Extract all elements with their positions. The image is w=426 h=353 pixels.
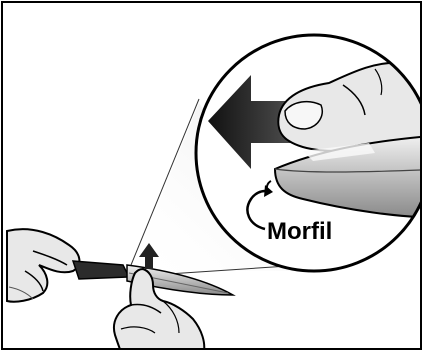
illustration-frame: Morfil (1, 1, 422, 350)
left-hand (7, 229, 79, 302)
knife-sharpening-illustration: Morfil (3, 3, 422, 350)
morfil-label: Morfil (267, 218, 332, 245)
